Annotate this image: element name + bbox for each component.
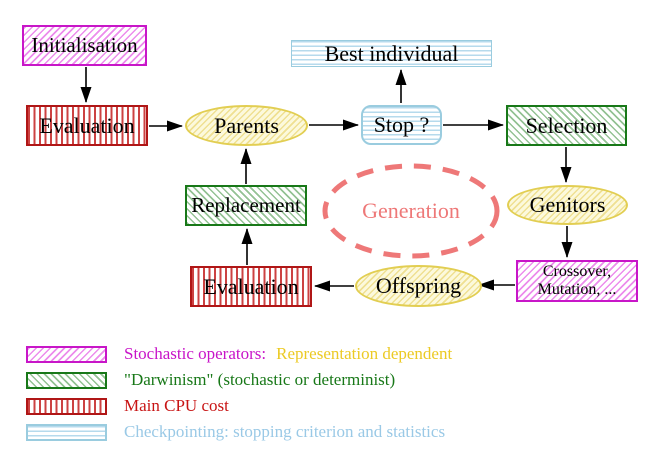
- node-parents-label: Parents: [214, 112, 279, 138]
- legend-swatch-red-stripes: [26, 397, 107, 415]
- node-evaluation-bottom-label: Evaluation: [203, 273, 299, 299]
- generation-loop-ellipse: [322, 163, 500, 259]
- node-crossover-line2: Mutation, ...: [537, 281, 617, 298]
- legend-swatch-magenta-hatch: [26, 345, 107, 363]
- node-replacement: Replacement: [185, 185, 307, 226]
- node-stop-label: Stop ?: [373, 112, 430, 138]
- legend-label-checkpointing: Checkpointing: stopping criterion and st…: [124, 422, 446, 441]
- node-offspring: Offspring: [355, 265, 482, 307]
- legend-label-main-cpu-cost: Main CPU cost: [124, 396, 229, 415]
- legend-label-representation-dependent: Representation dependent: [276, 344, 453, 363]
- legend-item-main-cpu-cost: Main CPU cost: [26, 396, 229, 415]
- node-best-individual: Best individual: [291, 40, 492, 67]
- legend-item-darwinism: "Darwinism" (stochastic or determinist): [26, 370, 396, 389]
- legend-label-darwinism: "Darwinism" (stochastic or determinist): [124, 370, 396, 389]
- node-selection: Selection: [506, 105, 627, 146]
- node-initialisation-label: Initialisation: [31, 33, 138, 58]
- legend-item-stochastic-operators: Stochastic operators: Representation dep…: [26, 344, 453, 363]
- node-crossover-line1: Crossover,: [542, 263, 612, 280]
- node-parents: Parents: [185, 105, 308, 146]
- node-best-individual-label: Best individual: [324, 40, 459, 66]
- node-crossover-mutation: Crossover, Mutation, ...: [516, 260, 638, 302]
- node-offspring-label: Offspring: [375, 273, 462, 299]
- node-evaluation-top: Evaluation: [26, 105, 148, 146]
- legend-swatch-green-hatch: [26, 371, 107, 389]
- node-evaluation-top-label: Evaluation: [39, 112, 135, 138]
- node-genitors: Genitors: [507, 185, 628, 225]
- node-selection-label: Selection: [525, 112, 608, 138]
- node-replacement-label: Replacement: [191, 193, 301, 218]
- node-evaluation-bottom: Evaluation: [190, 266, 312, 307]
- legend-label-stochastic-operators: Stochastic operators:: [124, 344, 267, 363]
- node-stop: Stop ?: [361, 105, 442, 145]
- node-initialisation: Initialisation: [22, 25, 147, 66]
- legend-item-checkpointing: Checkpointing: stopping criterion and st…: [26, 422, 446, 441]
- legend-swatch-cyan-stripes: [26, 423, 107, 441]
- generation-label: Generation: [362, 198, 460, 223]
- node-genitors-label: Genitors: [529, 192, 606, 218]
